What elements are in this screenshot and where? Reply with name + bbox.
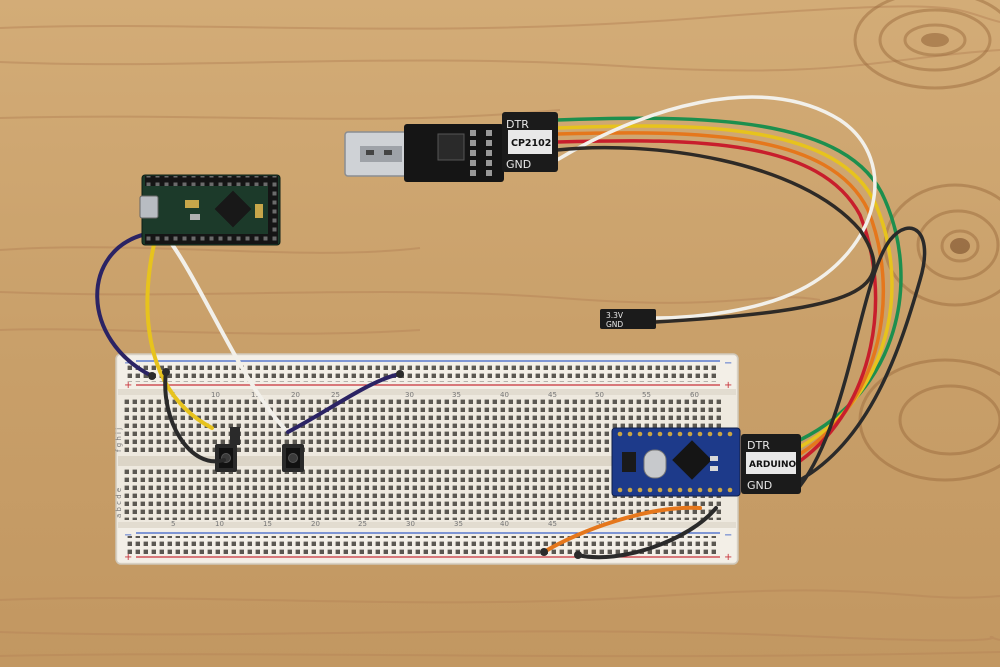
wire-purple [95,232,154,378]
rail-plus-top-left: + [124,380,132,391]
row-letters-upper: f g h i j [115,428,123,452]
crystal-oscillator [643,449,667,479]
rail-plus-bottom-left: + [124,552,132,563]
wire-black [163,370,226,464]
cp2102-chip-label: CP2102 [511,138,551,149]
col-number: 20 [311,520,320,528]
arduino-dtr-label: DTR [747,439,770,452]
col-number: 10 [211,391,220,399]
arduino-board-label: ARDUINO [749,460,797,470]
power-connector: 3.3V GND [600,309,656,329]
col-number: 10 [215,520,224,528]
col-number: 15 [263,520,272,528]
col-number: 5 [171,520,175,528]
rail-minus-bottom-left: − [124,530,132,541]
tactile-button-right [282,444,304,472]
cp2102-gnd-label: GND [506,158,531,171]
col-number: 30 [406,520,415,528]
wire-yellow [555,124,894,449]
power-gnd-label: GND [606,320,623,329]
col-number: 40 [500,520,509,528]
arduino-gnd-label: GND [747,479,772,492]
rail-plus-bottom-right: + [724,552,732,563]
cp2102-dtr-label: DTR [506,118,529,131]
pin-header-top [145,176,278,186]
column-numbers-top: 5 10 15 20 25 30 35 40 45 50 55 60 [171,391,699,399]
rail-plus-top-right: + [724,380,732,391]
col-number: 45 [548,520,557,528]
rail-minus-bottom-right: − [724,530,732,541]
power-3v3-label: 3.3V [606,311,624,320]
col-number: 50 [595,391,604,399]
wire-red [555,139,878,463]
wire-black [576,506,718,560]
wire-orange [542,505,702,554]
arduino-pins-bottom [617,487,733,493]
col-number: 60 [690,391,699,399]
col-number: 45 [548,391,557,399]
pin-header-bottom [145,234,278,244]
breadboard-wires [95,232,718,560]
wire-white [164,234,286,430]
atmega-chip [672,440,712,480]
wire-yellow [145,234,214,430]
wire-green [555,116,903,442]
col-number: 20 [291,391,300,399]
col-number: 35 [452,391,461,399]
rail-minus-top-right: − [724,358,732,369]
wire-white [555,95,877,320]
wire-black [555,145,876,324]
mcu-chip [214,190,252,228]
col-number: 30 [405,391,414,399]
col-number: 15 [251,391,260,399]
col-number: 25 [331,391,340,399]
col-number: 35 [454,520,463,528]
col-number: 55 [642,391,651,399]
cp2102-chip [437,133,465,161]
wire-bundle [555,95,927,488]
tactile-button-left [215,427,240,472]
micro-controller-board [139,174,281,246]
col-number: 25 [358,520,367,528]
rail-minus-top-left: − [124,358,132,369]
micro-usb-port [139,195,159,219]
cp2102-usb-adapter: DTR CP2102 GND [344,112,558,182]
wire-purple [286,372,402,434]
wire-orange [555,131,886,456]
arduino-pro-mini [611,427,741,497]
col-number: 40 [500,391,509,399]
arduino-dupont-connector: DTR ARDUINO GND [741,434,801,494]
arduino-pins-top [617,431,733,437]
row-letters-lower: a b c d e [115,488,123,518]
wire-black [798,226,927,488]
